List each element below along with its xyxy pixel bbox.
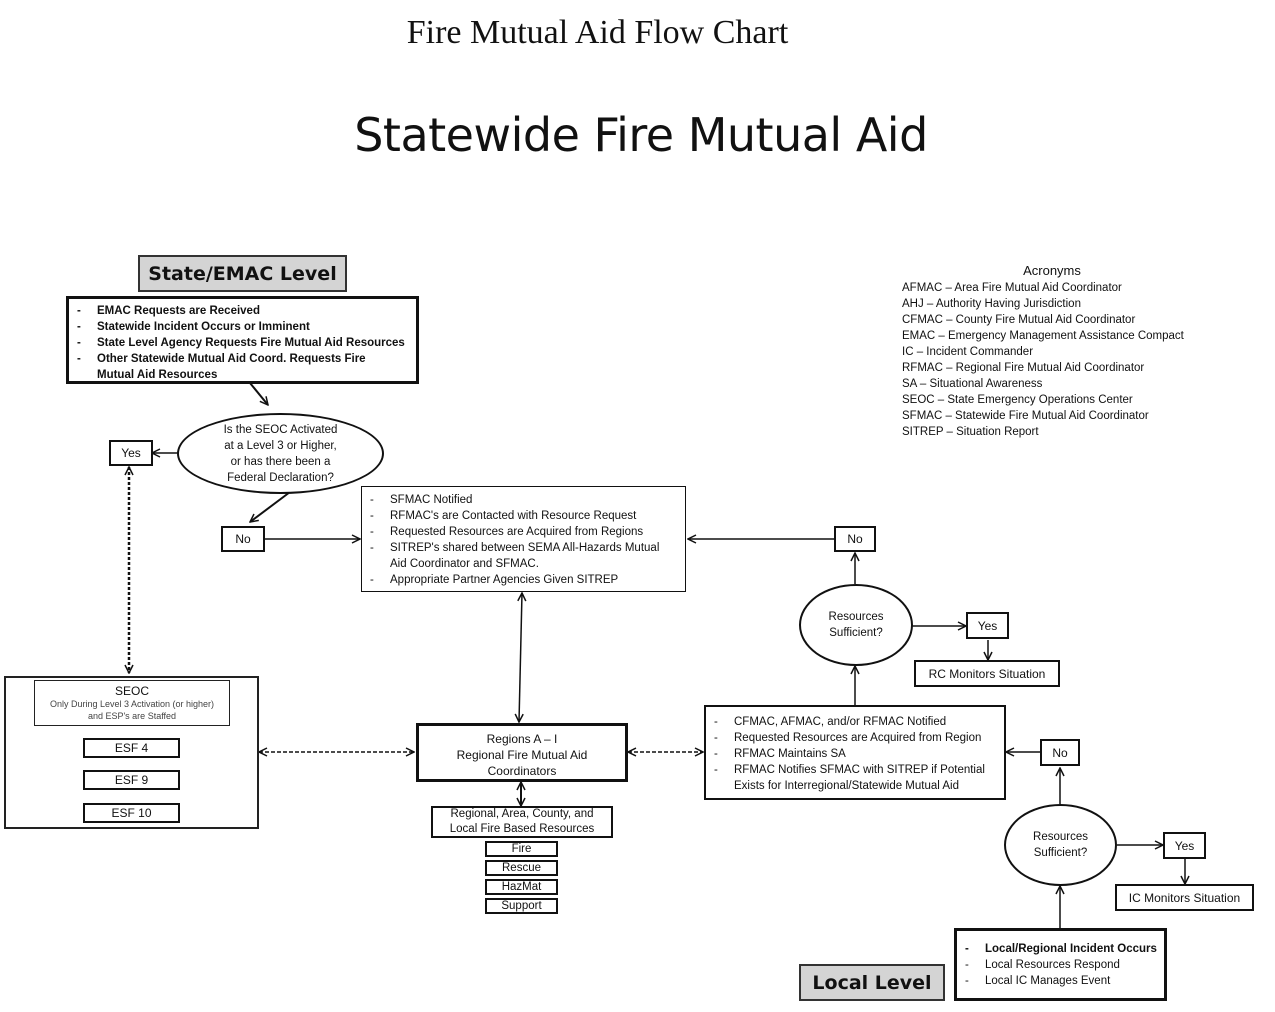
local-resources-box: Regional, Area, County, and Local Fire B… [431,806,613,838]
arrow-decision-to-no [250,491,291,522]
local-incident-item: Local/Regional Incident Occurs [957,941,1164,957]
acronym-item: SEOC – State Emergency Operations Center [902,394,1133,406]
local-level-label: Local Level [799,964,945,1001]
state-no-box: No [221,526,265,552]
local-incident-box: Local/Regional Incident Occurs Local Res… [954,928,1167,1001]
state-trigger-item: EMAC Requests are Received [69,303,416,319]
regional-resources-decision: Resources Sufficient? [799,584,913,666]
regions-coordinators-box: Regions A – I Regional Fire Mutual Aid C… [416,723,628,782]
esf-10-box: ESF 10 [83,803,180,823]
local-no-box: No [1040,739,1080,766]
acronym-item: AFMAC – Area Fire Mutual Aid Coordinator [902,282,1122,294]
regional-no-box: No [834,526,876,552]
document-title: Fire Mutual Aid Flow Chart [406,14,789,51]
sfmac-action-item: Appropriate Partner Agencies Given SITRE… [362,572,685,588]
state-trigger-item: Statewide Incident Occurs or Imminent [69,319,416,335]
local-incident-item: Local Resources Respond [957,957,1164,973]
seoc-container [4,676,259,829]
acronym-item: EMAC – Emergency Management Assistance C… [902,330,1184,342]
acronyms-title: Acronyms [1023,263,1081,278]
ic-monitors-box: IC Monitors Situation [1115,884,1254,911]
acronym-item: RFMAC – Regional Fire Mutual Aid Coordin… [902,362,1145,374]
state-emac-level-label: State/EMAC Level [138,255,347,292]
acronym-item: IC – Incident Commander [902,346,1034,358]
regional-action-item: CFMAC, AFMAC, and/or RFMAC Notified [706,714,1004,730]
seoc-title: SEOC [114,684,149,698]
regional-action-item: RFMAC Notifies SFMAC with SITREP if Pote… [706,762,1004,794]
sfmac-action-item: SFMAC Notified [362,492,685,508]
regional-action-item: RFMAC Maintains SA [706,746,1004,762]
resource-support-box: Support [485,898,558,914]
seoc-header-box: SEOC Only During Level 3 Activation (or … [34,680,230,726]
local-incident-item: Local IC Manages Event [957,973,1164,989]
resource-hazmat-box: HazMat [485,879,558,895]
regional-actions-box: CFMAC, AFMAC, and/or RFMAC Notified Requ… [704,705,1006,800]
resource-fire-box: Fire [485,841,558,857]
arrow-sfmac-to-regions [519,593,522,722]
local-yes-box: Yes [1163,832,1206,859]
resource-rescue-box: Rescue [485,860,558,876]
sfmac-action-item: RFMAC's are Contacted with Resource Requ… [362,508,685,524]
sfmac-actions-box: SFMAC Notified RFMAC's are Contacted wit… [361,486,686,592]
local-resources-decision: Resources Sufficient? [1004,804,1117,886]
acronyms-legend: Acronyms AFMAC – Area Fire Mutual Aid Co… [902,263,1232,440]
esf-4-box: ESF 4 [83,738,180,758]
regions-line2: Regional Fire Mutual Aid Coordinators [456,748,588,778]
acronym-item: SITREP – Situation Report [902,426,1039,438]
acronym-item: CFMAC – County Fire Mutual Aid Coordinat… [902,314,1136,326]
arrow-triggers-to-decision [249,382,268,405]
state-yes-box: Yes [109,440,153,466]
acronym-item: SFMAC – Statewide Fire Mutual Aid Coordi… [902,410,1149,422]
seoc-activation-decision: Is the SEOC Activated at a Level 3 or Hi… [177,413,384,494]
state-trigger-item: State Level Agency Requests Fire Mutual … [69,335,416,351]
state-triggers-box: EMAC Requests are Received Statewide Inc… [66,296,419,384]
seoc-note: Only During Level 3 Activation (or highe… [49,699,215,721]
regional-yes-box: Yes [966,612,1009,639]
main-title: Statewide Fire Mutual Aid [354,108,928,162]
regional-action-item: Requested Resources are Acquired from Re… [706,730,1004,746]
acronym-item: SA – Situational Awareness [902,378,1043,390]
rc-monitors-box: RC Monitors Situation [914,660,1060,687]
sfmac-action-item: Requested Resources are Acquired from Re… [362,524,685,540]
esf-9-box: ESF 9 [83,770,180,790]
sfmac-action-item: SITREP's shared between SEMA All-Hazards… [362,540,685,572]
state-trigger-item: Other Statewide Mutual Aid Coord. Reques… [69,351,416,383]
acronym-item: AHJ – Authority Having Jurisdiction [902,298,1081,310]
regions-line1: Regions A – I [486,732,558,746]
